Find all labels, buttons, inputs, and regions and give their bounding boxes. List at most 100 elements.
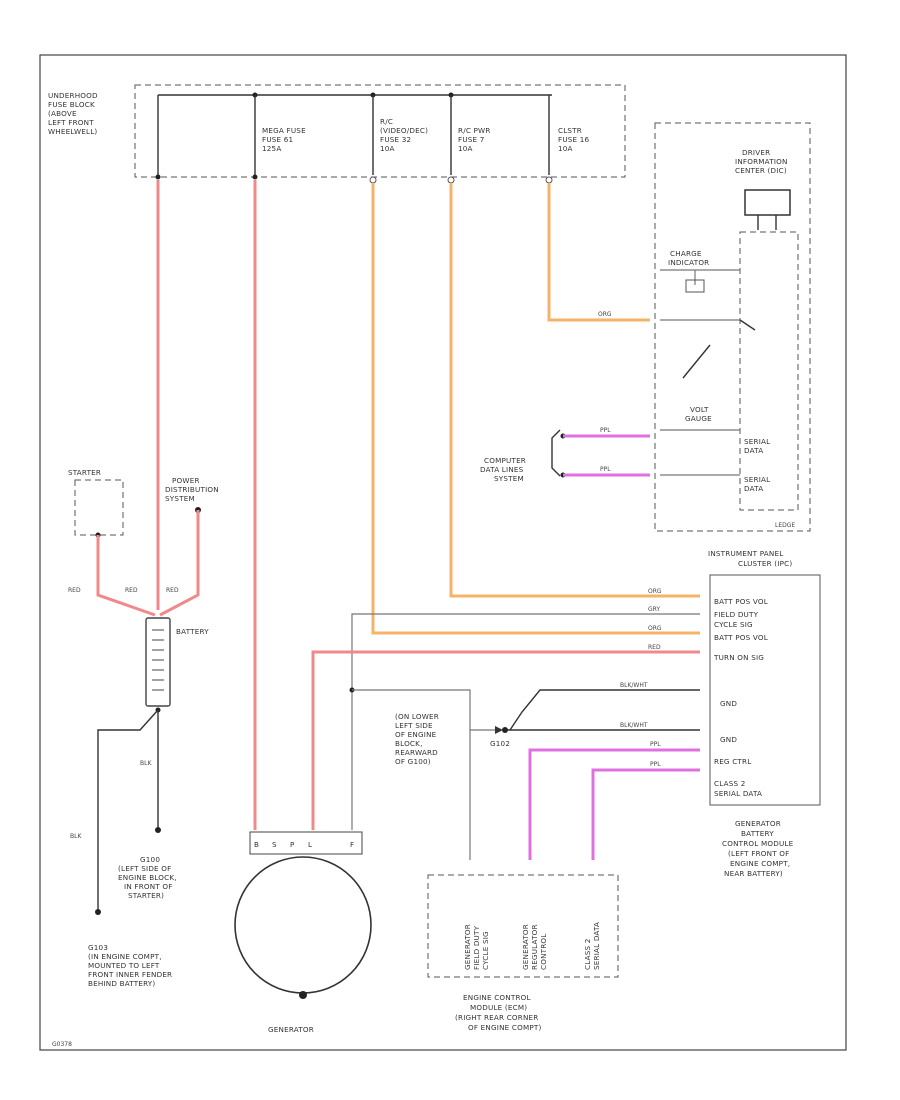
generator-icon <box>234 856 372 994</box>
svg-text:G100: G100 <box>140 855 160 864</box>
svg-text:10A: 10A <box>558 144 573 153</box>
dic-label: DRIVER INFORMATION CENTER (DIC) <box>735 148 788 175</box>
svg-text:L: L <box>308 840 312 849</box>
svg-text:LEFT FRONT: LEFT FRONT <box>48 118 94 127</box>
svg-text:PPL: PPL <box>600 466 611 473</box>
svg-text:REARWARD: REARWARD <box>395 748 438 757</box>
ecm-pin-class2: CLASS 2 SERIAL DATA <box>583 922 601 970</box>
svg-text:DATA: DATA <box>744 484 763 493</box>
svg-text:FUSE 7: FUSE 7 <box>458 135 485 144</box>
svg-text:POWER: POWER <box>172 476 200 485</box>
svg-text:SERIAL DATA: SERIAL DATA <box>592 922 601 970</box>
wire-org-rcpwr-to-ipc <box>449 183 700 598</box>
svg-text:(IN ENGINE COMPT,: (IN ENGINE COMPT, <box>88 952 162 961</box>
svg-text:ENGINE CONTROL: ENGINE CONTROL <box>463 993 531 1002</box>
svg-text:FIELD DUTY: FIELD DUTY <box>472 925 481 970</box>
svg-text:SYSTEM: SYSTEM <box>165 494 195 503</box>
diagram-border <box>39 54 847 1051</box>
charge-indicator-label: CHARGE INDICATOR <box>668 249 709 267</box>
computer-data-lines-label: COMPUTER DATA LINES SYSTEM <box>480 456 526 483</box>
wire-org-clstr-to-dic <box>547 183 650 322</box>
svg-text:BLOCK,: BLOCK, <box>395 739 423 748</box>
svg-text:DRIVER: DRIVER <box>742 148 770 157</box>
wire-gry-field-duty <box>351 613 700 830</box>
battery-label: BATTERY <box>176 627 209 636</box>
dic-inner-box <box>739 231 799 511</box>
dic-display-icon <box>744 189 791 216</box>
svg-text:(RIGHT REAR CORNER: (RIGHT REAR CORNER <box>455 1013 538 1022</box>
battery-icon <box>145 617 171 707</box>
ecm-label: ENGINE CONTROL MODULE (ECM) (RIGHT REAR … <box>455 993 541 1032</box>
svg-text:FUSE BLOCK: FUSE BLOCK <box>48 100 95 109</box>
svg-text:F: F <box>350 840 354 849</box>
svg-text:GND: GND <box>720 699 737 708</box>
svg-text:ENGINE COMPT,: ENGINE COMPT, <box>730 859 790 868</box>
charge-indicator-icon <box>685 279 705 293</box>
ipc-box <box>709 574 821 806</box>
generator-label: GENERATOR <box>268 1025 314 1034</box>
svg-text:SERIAL: SERIAL <box>744 437 770 446</box>
fuse-block-box <box>134 84 626 178</box>
figure-id: G0378 <box>52 1041 72 1048</box>
svg-text:COMPUTER: COMPUTER <box>484 456 526 465</box>
svg-text:SYSTEM: SYSTEM <box>494 474 524 483</box>
svg-text:CHARGE: CHARGE <box>670 249 702 258</box>
svg-text:MOUNTED TO LEFT: MOUNTED TO LEFT <box>88 961 160 970</box>
svg-text:(ON LOWER: (ON LOWER <box>395 712 439 721</box>
svg-text:10A: 10A <box>458 144 473 153</box>
svg-text:CLASS 2: CLASS 2 <box>714 779 746 788</box>
svg-text:CYCLE SIG: CYCLE SIG <box>481 931 490 970</box>
svg-text:BEHIND BATTERY): BEHIND BATTERY) <box>88 979 155 988</box>
ground-g100-label: G100 (LEFT SIDE OF ENGINE BLOCK, IN FRON… <box>118 855 177 900</box>
svg-text:INFORMATION: INFORMATION <box>735 157 788 166</box>
svg-text:DATA LINES: DATA LINES <box>480 465 524 474</box>
svg-text:BLK: BLK <box>140 760 152 767</box>
svg-text:GAUGE: GAUGE <box>685 414 712 423</box>
svg-text:BATT POS VOL: BATT POS VOL <box>714 633 768 642</box>
svg-text:BLK/WHT: BLK/WHT <box>620 682 648 689</box>
svg-text:RED: RED <box>166 587 179 594</box>
ledge-label: LEDGE <box>775 522 795 529</box>
svg-text:(VIDEO/DEC): (VIDEO/DEC) <box>380 126 428 135</box>
fuse-clstr: CLSTR FUSE 16 10A <box>558 126 590 153</box>
fuse-mega: MEGA FUSE FUSE 61 125A <box>262 126 306 153</box>
serial-data-2-label: SERIAL DATA <box>744 475 770 493</box>
svg-text:B: B <box>254 840 259 849</box>
svg-text:WHEELWELL): WHEELWELL) <box>48 127 97 136</box>
svg-text:FUSE 16: FUSE 16 <box>558 135 590 144</box>
fuse-rc-pwr: R/C PWR FUSE 7 10A <box>458 126 491 153</box>
svg-text:GND: GND <box>720 735 737 744</box>
svg-text:GRY: GRY <box>648 606 660 613</box>
svg-text:FRONT INNER FENDER: FRONT INNER FENDER <box>88 970 172 979</box>
svg-text:BATT POS VOL: BATT POS VOL <box>714 597 768 606</box>
svg-text:REG CTRL: REG CTRL <box>714 757 751 766</box>
svg-text:MEGA FUSE: MEGA FUSE <box>262 126 306 135</box>
svg-text:PPL: PPL <box>600 427 611 434</box>
svg-text:VOLT: VOLT <box>690 405 709 414</box>
ipc-label: INSTRUMENT PANEL CLUSTER (IPC) <box>708 549 792 568</box>
wire-red-turn-on <box>311 650 700 830</box>
svg-text:OF ENGINE: OF ENGINE <box>395 730 437 739</box>
svg-text:10A: 10A <box>380 144 395 153</box>
svg-text:OF G100): OF G100) <box>395 757 431 766</box>
svg-text:CLSTR: CLSTR <box>558 126 582 135</box>
fuse-block-label: UNDERHOOD FUSE BLOCK (ABOVE LEFT FRONT W… <box>48 91 98 136</box>
svg-text:R/C PWR: R/C PWR <box>458 126 491 135</box>
svg-text:GENERATOR: GENERATOR <box>521 924 530 970</box>
ecm-pin-reg-control: GENERATOR REGULATOR CONTROL <box>521 924 548 970</box>
svg-text:GENERATOR: GENERATOR <box>735 819 781 828</box>
volt-gauge-needle-icon <box>682 344 711 379</box>
svg-text:CLASS 2: CLASS 2 <box>583 939 592 971</box>
svg-text:125A: 125A <box>262 144 281 153</box>
svg-text:ORG: ORG <box>598 311 612 318</box>
starter-label: STARTER <box>68 468 101 477</box>
svg-text:CLUSTER (IPC): CLUSTER (IPC) <box>738 559 792 568</box>
svg-text:UNDERHOOD: UNDERHOOD <box>48 91 98 100</box>
svg-text:INSTRUMENT PANEL: INSTRUMENT PANEL <box>708 549 783 558</box>
svg-text:P: P <box>290 840 295 849</box>
svg-text:NEAR BATTERY): NEAR BATTERY) <box>724 869 783 878</box>
svg-text:FUSE 61: FUSE 61 <box>262 135 293 144</box>
svg-text:BATTERY: BATTERY <box>741 829 774 838</box>
svg-text:TURN ON SIG: TURN ON SIG <box>713 653 764 662</box>
dic-switch-icon <box>739 319 756 331</box>
